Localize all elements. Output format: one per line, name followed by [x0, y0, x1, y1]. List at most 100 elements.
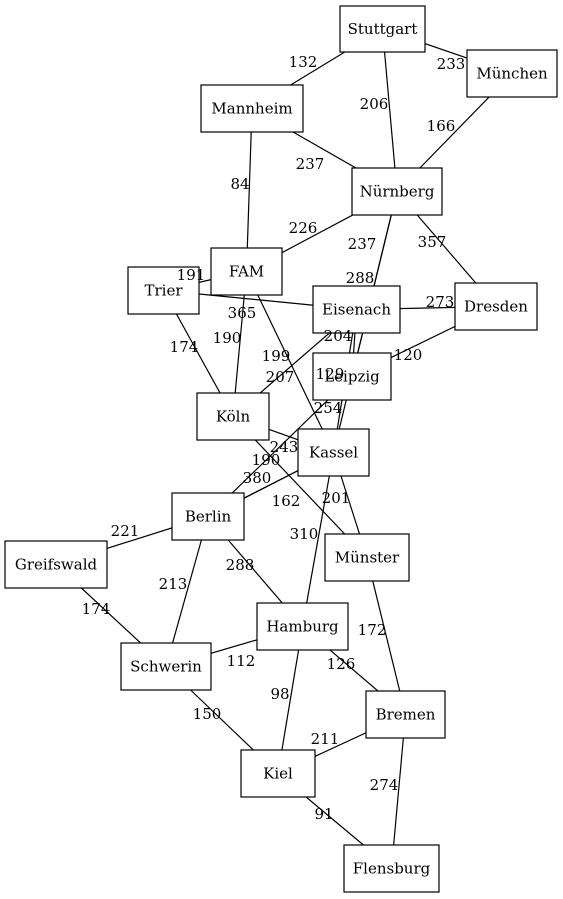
- edge-weight-stuttgart-muenchen: 233: [437, 55, 466, 73]
- node-label-kiel: Kiel: [263, 765, 293, 783]
- node-label-schwerin: Schwerin: [130, 658, 202, 676]
- edge-weight-hamburg-schwerin: 112: [227, 652, 256, 670]
- node-label-trier: Trier: [144, 282, 183, 300]
- edge-nuernberg-leipzig: [351, 191, 398, 377]
- node-kiel: Kiel: [240, 749, 316, 798]
- edge-weight-kassel-muenster: 201: [322, 489, 351, 507]
- edge-weight-berlin-kassel2: 162: [272, 492, 301, 510]
- edge-berlin-schwerin: [165, 516, 209, 667]
- edge-weight-hamburg-kiel: 98: [270, 685, 289, 703]
- edge-weight-kassel-hamburg: 310: [290, 525, 319, 543]
- node-box-flensburg: [343, 844, 440, 893]
- edge-weight-bremen-flensburg: 274: [370, 776, 399, 794]
- node-box-muenchen: [466, 49, 558, 98]
- edge-weight-kassel-berlin: 380: [243, 469, 272, 487]
- node-mannheim: Mannheim: [200, 84, 304, 133]
- node-stuttgart: Stuttgart: [339, 5, 426, 53]
- node-label-berlin: Berlin: [185, 508, 232, 526]
- node-greifswald: Greifswald: [4, 540, 108, 589]
- node-muenster: Münster: [324, 533, 410, 582]
- edge-muenster-bremen: [366, 557, 407, 715]
- node-box-nuernberg: [351, 167, 443, 216]
- edge-weight-berlin-schwerin: 213: [159, 575, 188, 593]
- node-label-dresden: Dresden: [464, 298, 528, 316]
- edge-kassel-hamburg: [301, 452, 335, 627]
- node-dresden: Dresden: [454, 282, 538, 331]
- node-box-dresden: [454, 282, 538, 331]
- edge-weight-fam-trier: 191: [177, 266, 206, 284]
- node-nuernberg: Nürnberg: [351, 167, 443, 216]
- edge-weight-berlin-hamburg: 288: [226, 556, 255, 574]
- edge-weight-hamburg-bremen: 126: [327, 655, 356, 673]
- node-label-koeln: Köln: [216, 408, 251, 426]
- edge-fam-kassel: [245, 271, 335, 453]
- edge-hamburg-kiel: [277, 626, 304, 774]
- edge-weight-trier-koeln: 174: [170, 338, 199, 356]
- node-berlin: Berlin: [171, 492, 245, 541]
- node-box-stuttgart: [339, 5, 426, 53]
- node-label-stuttgart: Stuttgart: [348, 20, 418, 38]
- node-hamburg: Hamburg: [256, 602, 349, 651]
- edge-weight-eisenach-leipzig: 129: [316, 365, 345, 383]
- edge-weight-greifswald-schwerin: 174: [82, 600, 111, 618]
- edge-weight-nuernberg-leipzig: 288: [346, 269, 375, 287]
- edge-weight-muenster-bremen: 172: [358, 621, 387, 639]
- edge-weight-mannheim-nuernberg: 237: [296, 155, 325, 173]
- node-box-muenster: [324, 533, 410, 582]
- edge-weight-eisenach-kassel: 204: [324, 327, 353, 345]
- node-box-bremen: [365, 690, 446, 739]
- node-label-bremen: Bremen: [376, 706, 436, 724]
- node-box-trier: [127, 266, 200, 315]
- edge-mannheim-fam: [245, 108, 253, 272]
- edge-weight-nuernberg-fam: 226: [289, 219, 318, 237]
- node-box-hamburg: [256, 602, 349, 651]
- node-leipzig: Leipzig: [312, 352, 392, 401]
- node-label-eisenach: Eisenach: [322, 301, 391, 319]
- node-box-schwerin: [120, 642, 212, 691]
- node-label-mannheim: Mannheim: [211, 100, 292, 118]
- node-box-berlin: [171, 492, 245, 541]
- edge-weight-eisenach-koeln: 207: [266, 368, 295, 386]
- node-kassel: Kassel: [297, 428, 370, 477]
- node-box-eisenach: [312, 285, 401, 334]
- edge-weight-nuernberg-dresden: 357: [418, 233, 447, 251]
- edge-weight-trier-eisenach: 365: [228, 304, 257, 322]
- node-koeln: Köln: [196, 392, 270, 441]
- edge-weight-kiel-flensburg: 91: [314, 805, 333, 823]
- node-box-kassel: [297, 428, 370, 477]
- node-box-greifswald: [4, 540, 108, 589]
- node-label-leipzig: Leipzig: [324, 368, 380, 386]
- edge-weight-stuttgart-nuernberg: 206: [360, 95, 389, 113]
- edge-fam-koeln: [232, 271, 248, 417]
- edge-weight-nuernberg-kassel: 237: [348, 235, 377, 253]
- edge-weight-koeln-kassel: 243: [270, 438, 299, 456]
- edge-weight-dresden-leipzig: 120: [394, 346, 423, 364]
- node-box-leipzig: [312, 352, 392, 401]
- node-eisenach: Eisenach: [312, 285, 401, 334]
- node-label-greifswald: Greifswald: [15, 556, 98, 574]
- edge-weight-stuttgart-mannheim: 132: [289, 53, 318, 71]
- edge-bremen-flensburg: [390, 714, 407, 869]
- node-box-koeln: [196, 392, 270, 441]
- edge-weight-koeln-muenster: 190: [252, 451, 281, 469]
- edge-weight-berlin-greifswald: 221: [111, 522, 140, 540]
- node-box-mannheim: [200, 84, 304, 133]
- edge-weight-leipzig-berlin: 254: [314, 399, 343, 417]
- edge-stuttgart-nuernberg: [381, 28, 398, 192]
- node-fam: FAM: [210, 247, 283, 296]
- node-trier: Trier: [127, 266, 200, 315]
- node-box-kiel: [240, 749, 316, 798]
- edge-weight-schwerin-kiel: 150: [193, 705, 222, 723]
- node-muenchen: München: [466, 49, 558, 98]
- edge-weight-eisenach-dresden: 273: [426, 293, 455, 311]
- node-schwerin: Schwerin: [120, 642, 212, 691]
- node-label-muenster: Münster: [335, 549, 400, 567]
- node-label-flensburg: Flensburg: [353, 860, 431, 878]
- node-flensburg: Flensburg: [343, 844, 440, 893]
- edge-weight-mannheim-fam: 84: [230, 175, 249, 193]
- node-box-fam: [210, 247, 283, 296]
- node-label-nuernberg: Nürnberg: [360, 183, 435, 201]
